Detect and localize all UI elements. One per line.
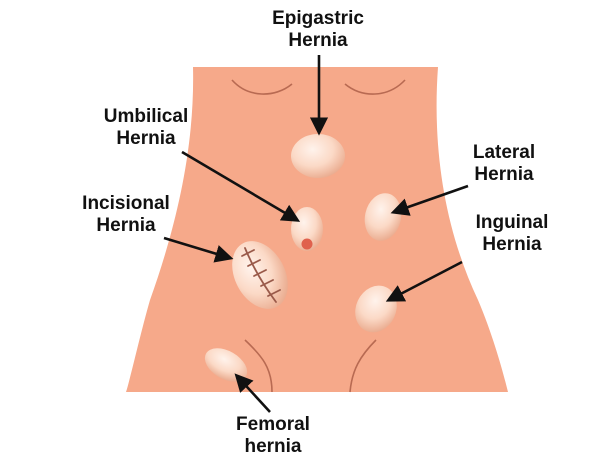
umbilical-hernia-label: Umbilical Hernia <box>103 106 189 149</box>
incisional-hernia-label: Incisional Hernia <box>82 193 170 236</box>
incisional-arrow <box>163 236 234 263</box>
chest-contour-left <box>231 79 293 95</box>
lateral-arrow <box>390 184 469 216</box>
femoral-hernia-label: Femoral hernia <box>236 414 310 457</box>
inguinal-arrow <box>385 260 463 302</box>
incisional-scar <box>241 247 281 303</box>
groin-contour-right <box>349 339 377 393</box>
chest-contour-right <box>344 79 406 95</box>
inguinal-hernia-label: Inguinal Hernia <box>475 212 549 255</box>
epigastric-bulge <box>291 134 345 178</box>
incisional-bulge <box>232 241 288 309</box>
epigastric-hernia-label: Epigastric Hernia <box>272 8 364 51</box>
femoral-arrow <box>234 373 271 413</box>
groin-contour-left <box>244 339 273 393</box>
lateral-hernia-label: Lateral Hernia <box>472 142 536 185</box>
navel <box>301 238 313 250</box>
umbilical-arrow <box>181 150 301 222</box>
